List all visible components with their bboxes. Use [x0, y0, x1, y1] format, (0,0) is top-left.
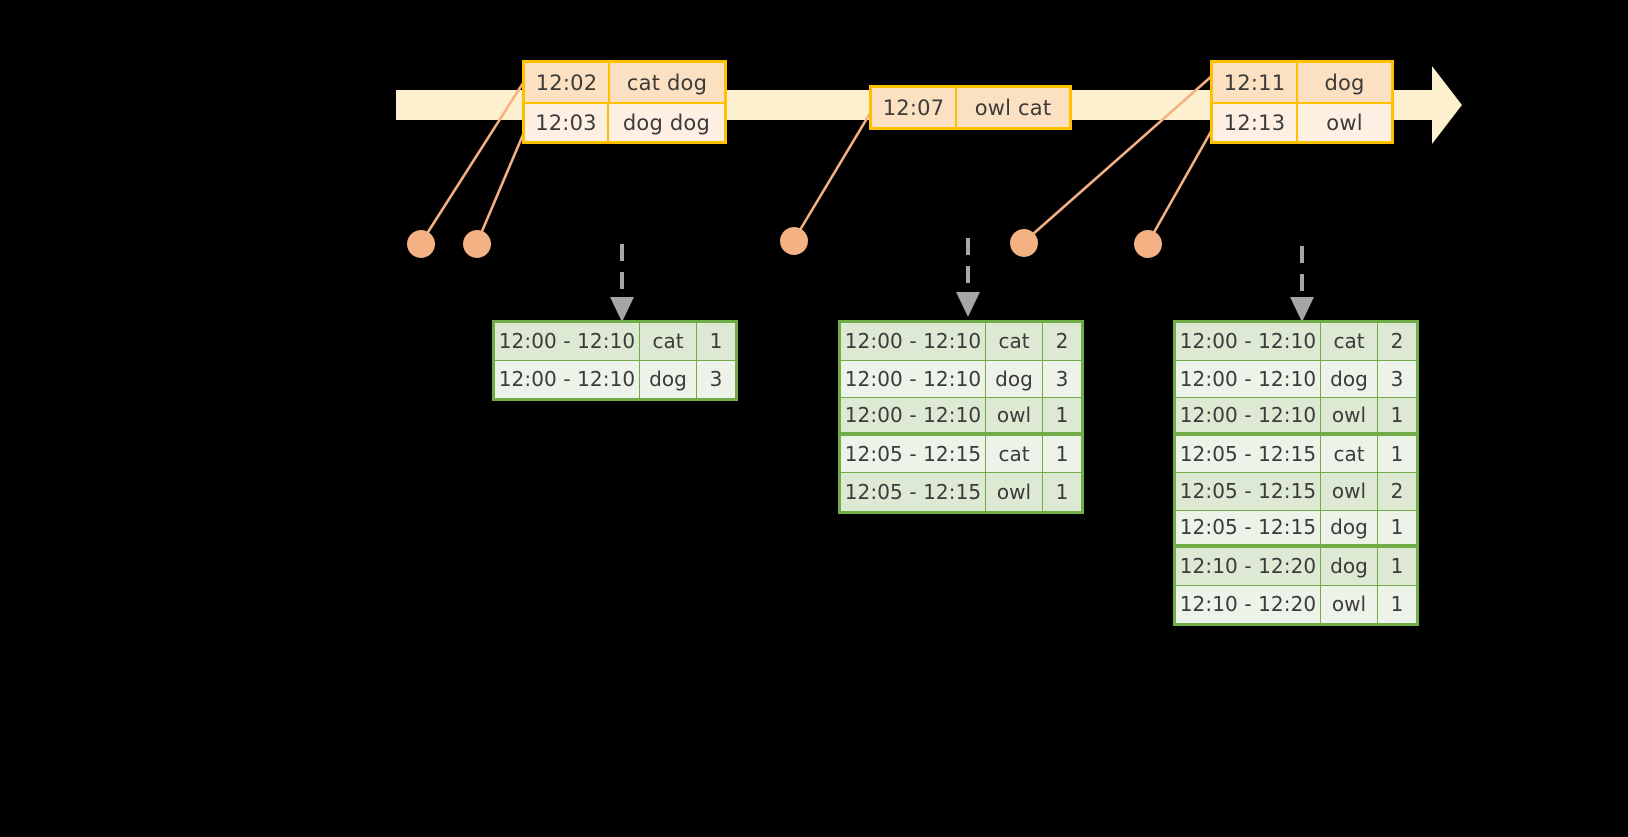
cell-window: 12:10 - 12:20	[1176, 585, 1321, 623]
event-box-1[interactable]: 12:02 cat dog 12:03 dog dog	[522, 60, 727, 144]
cell-key: cat	[640, 323, 697, 360]
cell-window: 12:05 - 12:15	[841, 473, 986, 511]
cell-window: 12:00 - 12:10	[495, 323, 640, 360]
event-text: owl	[1326, 110, 1363, 135]
cell-key: dog	[986, 360, 1043, 397]
event-dot-2	[463, 230, 491, 258]
event-time: 12:07	[872, 88, 957, 127]
table-row: 12:05 - 12:15 owl 2	[1176, 473, 1416, 511]
event-time: 12:02	[525, 63, 610, 102]
cell-key: dog	[640, 360, 697, 398]
cell-count: 2	[1390, 329, 1404, 354]
table-row: 12:00 - 12:10 owl 1	[1176, 398, 1416, 436]
result-table-2[interactable]: 12:00 - 12:10 cat 2 12:00 - 12:10 dog 3 …	[838, 320, 1084, 514]
cell-count: 1	[1390, 592, 1404, 617]
event-dots	[407, 227, 1162, 258]
event-dot-3	[780, 227, 808, 255]
event-dot-1	[407, 230, 435, 258]
table-row: 12:10 - 12:20 owl 1	[1176, 585, 1416, 623]
table-pointer-arrowheads	[610, 292, 1314, 322]
cell-key: owl	[1321, 398, 1378, 432]
cell-window: 12:05 - 12:15	[1176, 435, 1321, 472]
cell-count: 3	[709, 367, 723, 392]
cell-count: 1	[1055, 402, 1069, 427]
event-row: 12:02 cat dog	[525, 63, 724, 102]
cell-window: 12:05 - 12:15	[1176, 510, 1321, 544]
cell-count: 1	[1390, 402, 1404, 427]
event-row: 12:07 owl cat	[872, 88, 1069, 127]
table-row: 12:00 - 12:10 cat 2	[1176, 323, 1416, 361]
cell-count: 1	[709, 329, 723, 354]
table-row: 12:00 - 12:10 dog 3	[495, 360, 735, 398]
cell-count: 1	[1390, 515, 1404, 540]
cell-count: 3	[1055, 366, 1069, 391]
table-row: 12:00 - 12:10 cat 2	[841, 323, 1081, 361]
event-row: 12:11 dog	[1213, 63, 1391, 102]
cell-key: dog	[1321, 360, 1378, 397]
cell-window: 12:05 - 12:15	[1176, 473, 1321, 510]
table-row: 12:00 - 12:10 dog 3	[841, 360, 1081, 398]
cell-key: cat	[986, 435, 1043, 472]
cell-window: 12:00 - 12:10	[1176, 360, 1321, 397]
cell-key: dog	[1321, 510, 1378, 544]
table-row: 12:05 - 12:15 cat 1	[841, 435, 1081, 473]
table-row: 12:10 - 12:20 dog 1	[1176, 548, 1416, 586]
result-table-3[interactable]: 12:00 - 12:10 cat 2 12:00 - 12:10 dog 3 …	[1173, 320, 1419, 626]
event-time: 12:11	[1213, 63, 1298, 102]
event-box-2[interactable]: 12:07 owl cat	[869, 85, 1072, 130]
cell-key: owl	[1321, 473, 1378, 510]
cell-key: cat	[986, 323, 1043, 360]
cell-window: 12:00 - 12:10	[841, 323, 986, 360]
event-box-3[interactable]: 12:11 dog 12:13 owl	[1210, 60, 1394, 144]
cell-count: 2	[1390, 479, 1404, 504]
table-pointer-arrows	[620, 238, 1304, 300]
event-text: owl cat	[974, 95, 1052, 120]
cell-key: dog	[1321, 548, 1378, 585]
event-row: 12:13 owl	[1213, 102, 1391, 141]
cell-key: owl	[986, 398, 1043, 432]
event-time: 12:03	[525, 104, 609, 141]
event-dot-4	[1010, 229, 1038, 257]
cell-count: 1	[1390, 441, 1404, 466]
cell-count: 1	[1055, 479, 1069, 504]
event-text: dog dog	[622, 110, 710, 135]
cell-key: owl	[986, 473, 1043, 511]
event-time: 12:13	[1213, 104, 1298, 141]
table-row: 12:00 - 12:10 dog 3	[1176, 360, 1416, 398]
cell-window: 12:00 - 12:10	[841, 360, 986, 397]
cell-count: 2	[1055, 329, 1069, 354]
table-row: 12:05 - 12:15 owl 1	[841, 473, 1081, 511]
event-text: cat dog	[626, 70, 708, 95]
table-row: 12:05 - 12:15 cat 1	[1176, 435, 1416, 473]
cell-count: 1	[1390, 554, 1404, 579]
cell-window: 12:10 - 12:20	[1176, 548, 1321, 585]
cell-window: 12:00 - 12:10	[495, 360, 640, 398]
cell-count: 3	[1390, 366, 1404, 391]
cell-key: cat	[1321, 323, 1378, 360]
table-row: 12:00 - 12:10 owl 1	[841, 398, 1081, 436]
cell-window: 12:05 - 12:15	[841, 435, 986, 472]
cell-window: 12:00 - 12:10	[1176, 323, 1321, 360]
cell-key: cat	[1321, 435, 1378, 472]
event-text: dog	[1324, 70, 1365, 95]
cell-window: 12:00 - 12:10	[841, 398, 986, 432]
table-row: 12:00 - 12:10 cat 1	[495, 323, 735, 361]
cell-window: 12:00 - 12:10	[1176, 398, 1321, 432]
cell-key: owl	[1321, 585, 1378, 623]
event-row: 12:03 dog dog	[525, 102, 724, 141]
event-dot-5	[1134, 230, 1162, 258]
cell-count: 1	[1055, 441, 1069, 466]
table-row: 12:05 - 12:15 dog 1	[1176, 510, 1416, 548]
result-table-1[interactable]: 12:00 - 12:10 cat 1 12:00 - 12:10 dog 3	[492, 320, 738, 401]
